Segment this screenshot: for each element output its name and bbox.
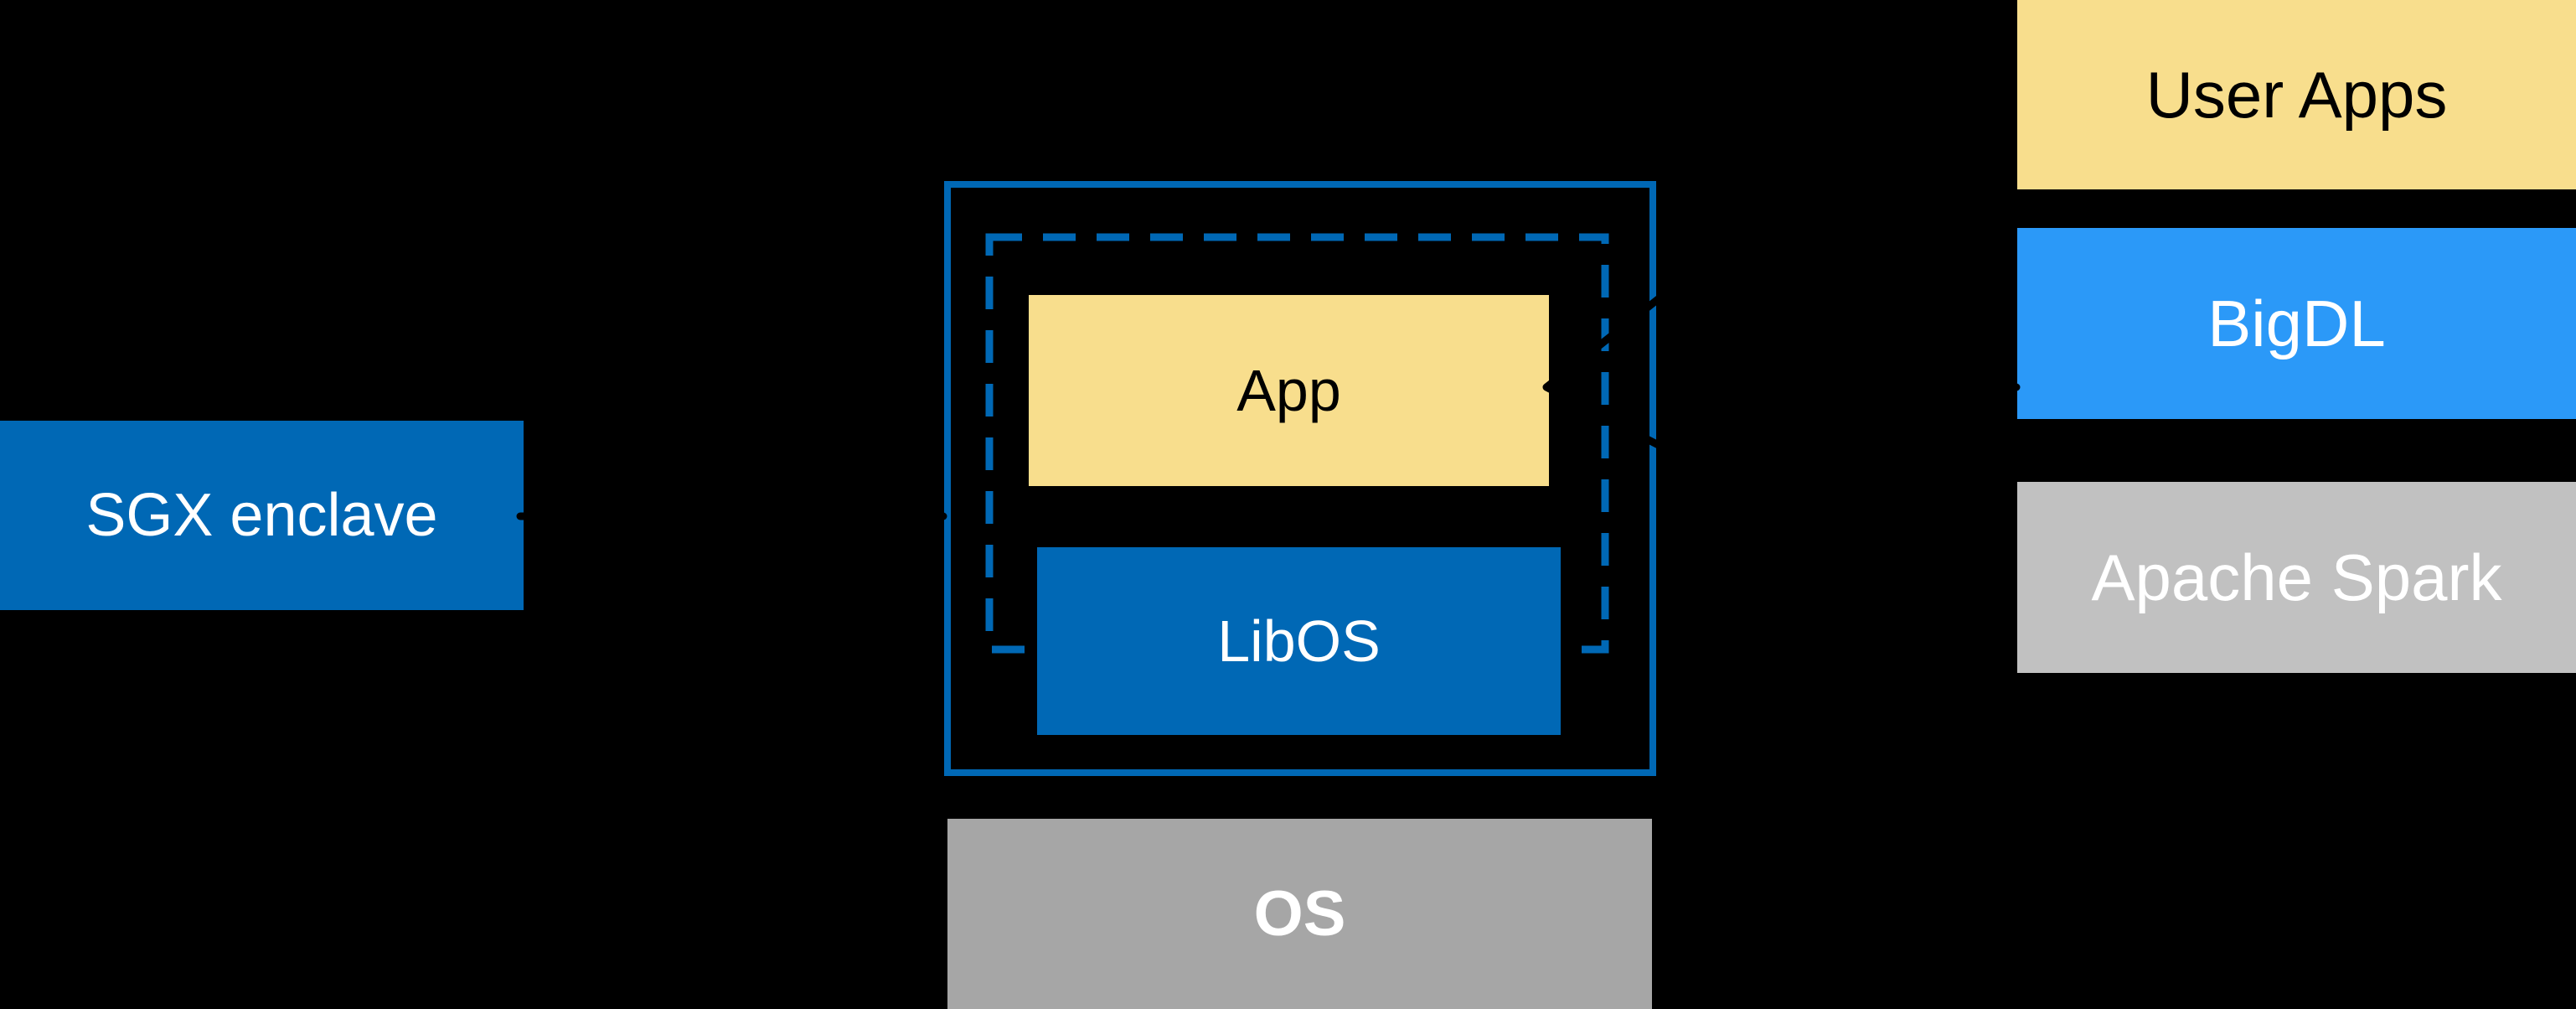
apache-spark-label: Apache Spark [2091, 540, 2502, 614]
libos-label: LibOS [1217, 608, 1381, 674]
sgx-enclave-dashed-border [985, 233, 1609, 654]
enclave-outer-box [944, 181, 1656, 776]
os-box: OS [947, 819, 1652, 1009]
sgx-enclave-label-box: SGX enclave [0, 421, 524, 610]
stack-to-app-arrowhead [1542, 283, 1679, 458]
stack-apache-spark-box: Apache Spark [2017, 482, 2576, 673]
stack-bigdl-box: BigDL [2017, 228, 2576, 419]
app-label: App [1236, 358, 1341, 423]
sgx-enclave-label: SGX enclave [85, 482, 438, 549]
bigdl-label: BigDL [2207, 286, 2386, 360]
app-box: App [1029, 295, 1549, 486]
user-apps-label: User Apps [2145, 57, 2448, 132]
stack-user-apps-box: User Apps [2017, 0, 2576, 189]
os-label: OS [1253, 878, 1346, 949]
libos-box: LibOS [1037, 547, 1561, 735]
